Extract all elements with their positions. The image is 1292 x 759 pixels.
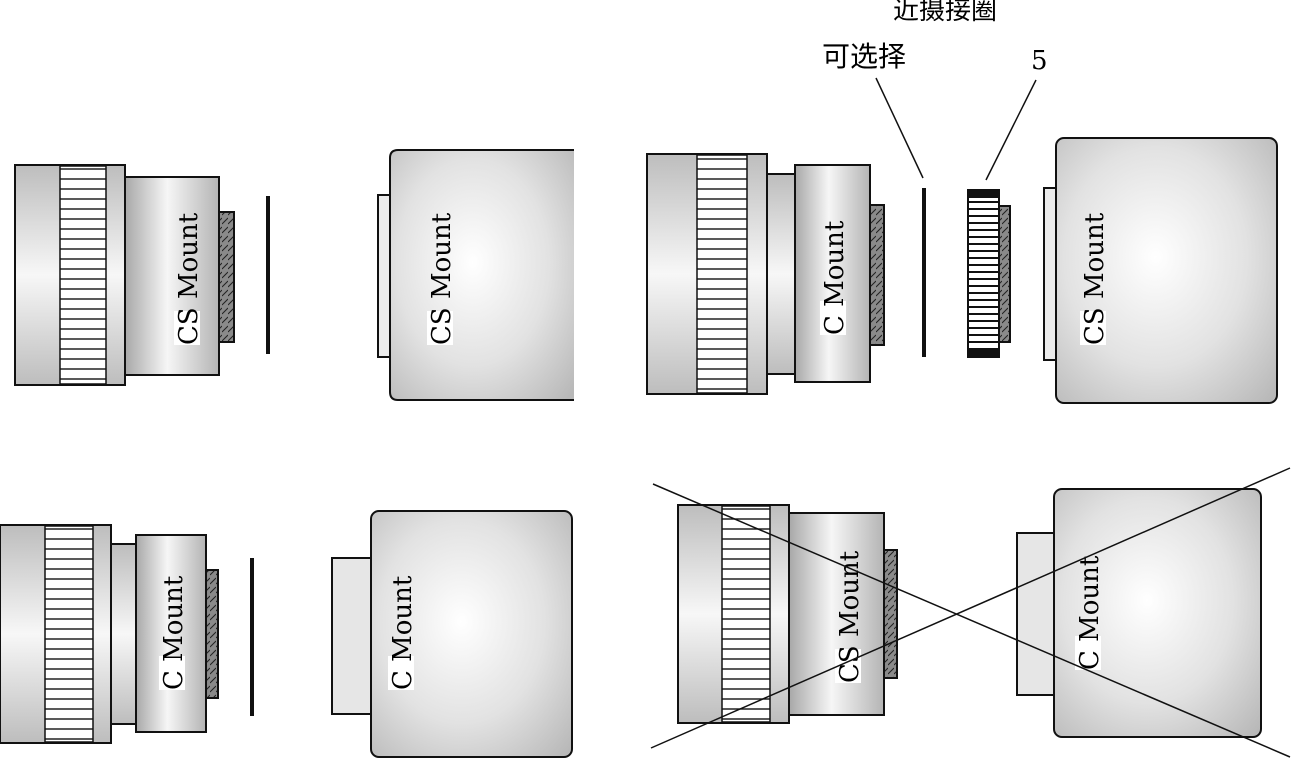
svg-text:CS Mount: CS Mount [427, 212, 457, 345]
svg-text:CS Mount: CS Mount [835, 550, 865, 683]
top-left-cs-lens [14, 164, 235, 386]
svg-text:CS Mount: CS Mount [174, 212, 204, 345]
bottom-right-c-camera [1016, 488, 1262, 738]
bottom-left-c-camera-label: C Mount [388, 575, 418, 690]
svg-text:CS Mount: CS Mount [1080, 212, 1110, 345]
optional-label: 可选择 [822, 40, 906, 73]
svg-text:C Mount: C Mount [159, 575, 189, 690]
bottom-right-cs-lens-label: CS Mount [835, 550, 865, 683]
svg-text:C Mount: C Mount [820, 220, 850, 335]
top-left-cs-camera [377, 149, 574, 401]
bottom-right-c-camera-label: C Mount [1075, 555, 1105, 670]
svg-text:C Mount: C Mount [1075, 555, 1105, 670]
top-left-cs-lens-label: CS Mount [174, 212, 204, 345]
callout-5-leader-line [985, 79, 1037, 181]
extension-ring [967, 189, 1011, 358]
top-right-cs-camera-label: CS Mount [1080, 212, 1110, 345]
bottom-left-c-lens [0, 524, 219, 744]
top-right-c-lens [646, 153, 885, 395]
svg-text:C Mount: C Mount [388, 575, 418, 690]
bottom-left-c-lens-label: C Mount [159, 575, 189, 690]
cross-out-line-1 [652, 483, 1291, 758]
top-left-cs-camera-label: CS Mount [427, 212, 457, 345]
cross-out-line-2 [650, 467, 1291, 749]
callout-number-5: 5 [1031, 46, 1048, 76]
top-right-cs-camera [1043, 137, 1278, 404]
optional-leader-line [875, 77, 924, 179]
extension-ring-label: 近摄接圈 [893, 0, 997, 26]
bottom-left-c-camera [331, 510, 573, 758]
top-right-c-lens-label: C Mount [820, 220, 850, 335]
